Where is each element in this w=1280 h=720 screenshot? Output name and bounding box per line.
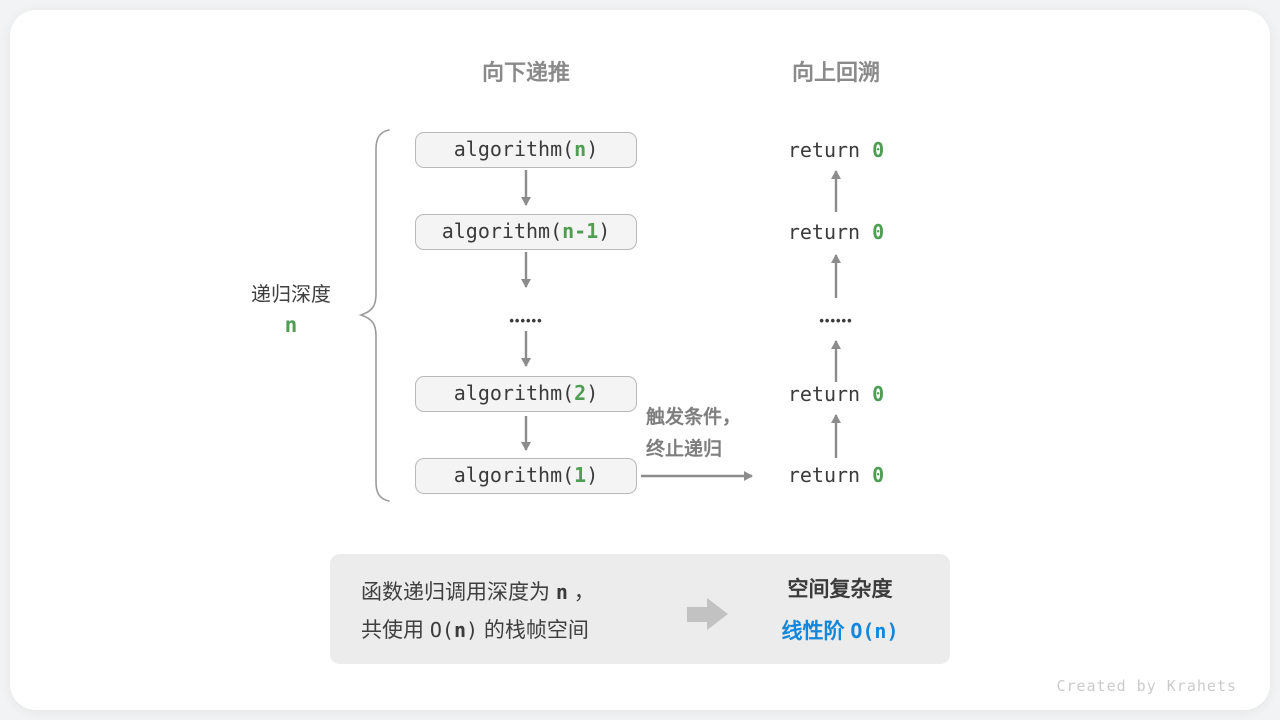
summary-left-line2: 共使用 O(n) 的栈帧空间 [361, 615, 589, 645]
call-box-2: algorithm(2) [415, 376, 637, 412]
header-backtrack-up: 向上回溯 [791, 60, 880, 85]
call-box-n-1: algorithm(n-1) [415, 214, 637, 250]
return-code: return [787, 382, 873, 406]
call-code: algorithm( [453, 137, 575, 161]
summary-text: 共使用 [361, 619, 430, 642]
call-code: ) [586, 463, 599, 487]
call-code: algorithm( [453, 381, 575, 405]
depth-label-value: n [284, 313, 298, 337]
return-value: 0 [872, 382, 885, 406]
call-arg: 2 [574, 381, 587, 405]
result-label: 线性阶 [781, 620, 851, 643]
implies-arrow-tail [687, 606, 707, 622]
call-arg: 1 [574, 463, 587, 487]
return-code: return [787, 138, 873, 162]
base-case-annotation: 触发条件， 终止递归 [646, 404, 776, 463]
summary-code: O( [429, 618, 454, 642]
result-code: O(n) [850, 619, 899, 643]
return-code: return [787, 220, 873, 244]
return-value: 0 [872, 220, 885, 244]
summary-left-line1: 函数递归调用深度为 n ， [361, 577, 595, 607]
return-row: return 0 [725, 137, 947, 163]
return-value: 0 [872, 138, 885, 162]
space-complexity-result: 线性阶 O(n) [728, 615, 952, 647]
return-value: 0 [872, 463, 885, 487]
ellipsis-left: •••••• [509, 313, 543, 328]
annotation-line1: 触发条件， [646, 407, 742, 428]
call-arg: n-1 [562, 219, 599, 243]
call-arg: n [574, 137, 587, 161]
return-code: return [787, 463, 873, 487]
summary-panel [330, 554, 950, 664]
space-complexity-title: 空间复杂度 [787, 578, 893, 601]
summary-text: ， [567, 581, 595, 604]
return-row: return 0 [725, 462, 947, 488]
implies-arrow-icon [687, 598, 728, 630]
return-row: return 0 [725, 381, 947, 407]
summary-var: n [453, 618, 466, 642]
call-code: ) [586, 381, 599, 405]
call-box-n: algorithm(n) [415, 132, 637, 168]
header-recurse-down: 向下递推 [481, 60, 570, 85]
call-code: ) [598, 219, 611, 243]
annotation-line2: 终止递归 [646, 439, 723, 460]
summary-var: n [555, 580, 568, 604]
call-code: ) [586, 137, 599, 161]
recursion-depth-label: 递归深度 n [211, 281, 371, 341]
ellipsis-right: •••••• [819, 313, 853, 328]
implies-arrow-head [707, 598, 728, 630]
summary-text: 的栈帧空间 [478, 619, 589, 642]
summary-code: ) [465, 618, 479, 642]
return-row: return 0 [725, 219, 947, 245]
call-box-1: algorithm(1) [415, 458, 637, 494]
call-code: algorithm( [441, 219, 563, 243]
credit-text: Created by Krahets [1056, 677, 1237, 695]
call-code: algorithm( [453, 463, 575, 487]
summary-text: 函数递归调用深度为 [361, 581, 556, 604]
depth-label-text: 递归深度 [251, 284, 331, 306]
